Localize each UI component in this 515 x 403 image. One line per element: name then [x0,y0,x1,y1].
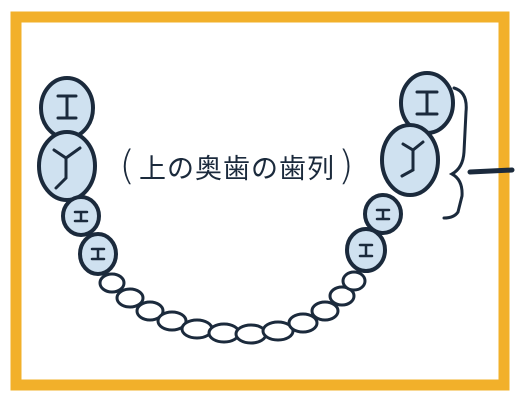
molar-tooth-icon [380,123,440,197]
front-tooth-icon [135,300,165,322]
left-premolar-2 [78,232,118,276]
left-premolar-1 [61,195,101,237]
right-molar-2 [380,123,440,197]
front-tooth-icon [207,322,241,344]
fissure-mark [358,243,374,258]
fissure-mark [90,247,106,261]
caption-close-paren: ) [338,143,355,189]
front-tooth-icon [287,312,319,334]
arch-caption: ( 上の奥歯の歯列 ) [108,136,366,196]
curly-brace-icon [442,86,468,220]
pointer-line-icon [467,167,515,175]
front-tooth-icon [156,310,188,332]
fissure-mark [52,146,82,190]
front-tooth-icon [234,323,268,345]
right-premolar-1 [363,193,403,235]
caption-open-paren: ( [119,143,136,189]
front-tooth-icon [115,287,145,309]
left-molar-1 [39,76,95,140]
front-tooth-icon [180,318,214,340]
caption-text: 上の奥歯の歯列 [139,153,335,185]
fissure-mark [415,90,439,116]
left-molar-2 [37,130,97,202]
right-premolar-2 [345,227,387,273]
front-tooth-icon [98,272,126,294]
fissure-mark [56,94,78,120]
front-tooth-icon [328,285,356,307]
front-tooth-icon [341,270,367,292]
fissure-mark [375,208,391,221]
front-teeth [98,270,367,345]
fissure-mark [400,140,425,178]
front-tooth-icon [310,300,340,322]
fissure-mark [73,210,89,223]
orange-frame [10,11,510,391]
